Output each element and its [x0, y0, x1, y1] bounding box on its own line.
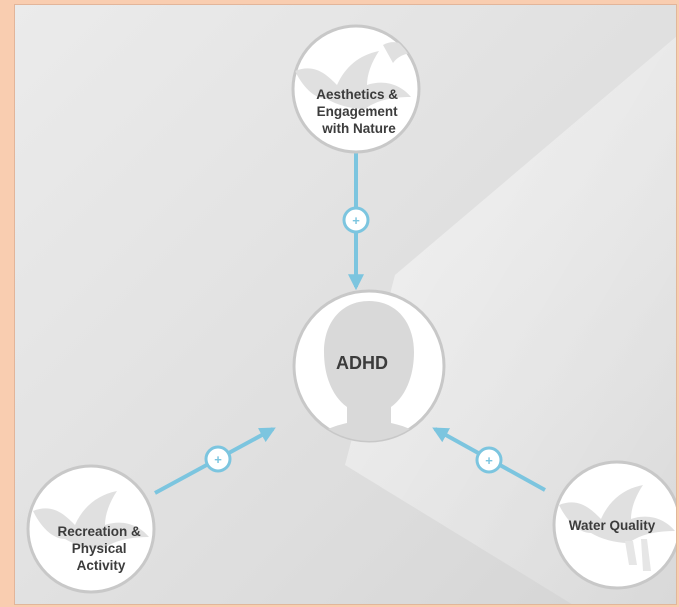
center-node-adhd: ADHD — [292, 289, 446, 443]
svg-text:Recreation & Physical: Recreation & Physical Activity — [57, 524, 144, 573]
bird-silhouette-icon — [559, 485, 675, 571]
svg-text:Aesthetics & Engagemen: Aesthetics & Engagement with Nature — [316, 87, 402, 136]
factor-label-line: Water Quality — [569, 518, 656, 533]
bird-silhouette-icon — [33, 491, 149, 549]
factor-node-recreation: Recreation & Physical Activity — [26, 464, 156, 594]
center-node-label: ADHD — [336, 353, 388, 373]
factor-label-line: Recreation & — [57, 524, 141, 539]
plus-badge-water: + — [475, 446, 503, 474]
plus-sign: + — [352, 213, 360, 228]
plus-badge-recreation: + — [204, 445, 232, 473]
factor-node-aesthetics: Aesthetics & Engagement with Nature — [291, 24, 421, 154]
plus-sign: + — [214, 452, 222, 467]
head-silhouette-icon — [301, 301, 437, 441]
factor-label-line: Activity — [77, 558, 126, 573]
factor-label-line: Physical — [72, 541, 127, 556]
factor-label-line: Engagement — [317, 104, 399, 119]
diagram-frame: ADHD Aesthetics & Engagement with Nature… — [14, 4, 677, 605]
diagram-canvas: ADHD Aesthetics & Engagement with Nature… — [26, 24, 676, 604]
background-light-beam — [345, 36, 676, 604]
factor-node-water: Water Quality — [552, 460, 676, 590]
svg-text:Water Quality: Water Quality — [569, 518, 656, 533]
plus-badge-aesthetics: + — [342, 206, 370, 234]
plus-sign: + — [485, 453, 493, 468]
factor-label-line: with Nature — [321, 121, 396, 136]
factor-label-line: Aesthetics & — [316, 87, 398, 102]
